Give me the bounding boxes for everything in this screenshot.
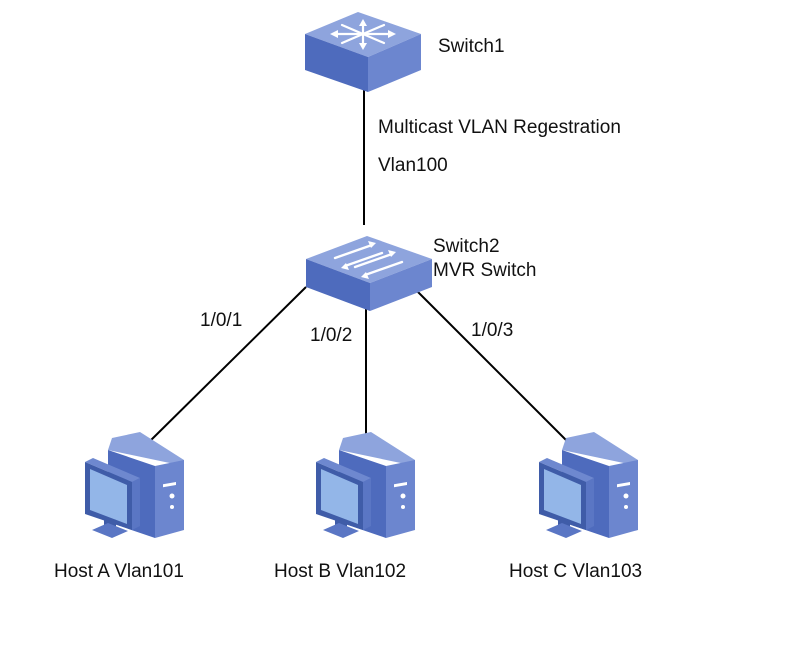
switch1-label: Switch1 (438, 36, 505, 57)
host-c-pc-icon (539, 432, 638, 538)
host-b-label: Host B Vlan102 (274, 561, 407, 582)
port-label-1-0-3: 1/0/3 (471, 320, 514, 341)
switch2-role-label: MVR Switch (433, 260, 537, 281)
host-c-label: Host C Vlan103 (509, 561, 643, 582)
link-port-1-0-1 (145, 286, 307, 446)
port-label-1-0-2: 1/0/2 (310, 325, 353, 346)
vlan100-label: Vlan100 (378, 155, 448, 176)
port-label-1-0-1: 1/0/1 (200, 310, 243, 331)
host-a-pc-icon (85, 432, 184, 538)
link-port-1-0-3 (412, 286, 571, 445)
host-a-label: Host A Vlan101 (54, 561, 184, 582)
switch2-device-icon (306, 236, 432, 311)
host-b-pc-icon (316, 432, 415, 538)
switch1-device-icon (305, 12, 421, 92)
switch2-label: Switch2 (433, 236, 500, 257)
multicast-registration-label: Multicast VLAN Regestration (378, 117, 621, 138)
